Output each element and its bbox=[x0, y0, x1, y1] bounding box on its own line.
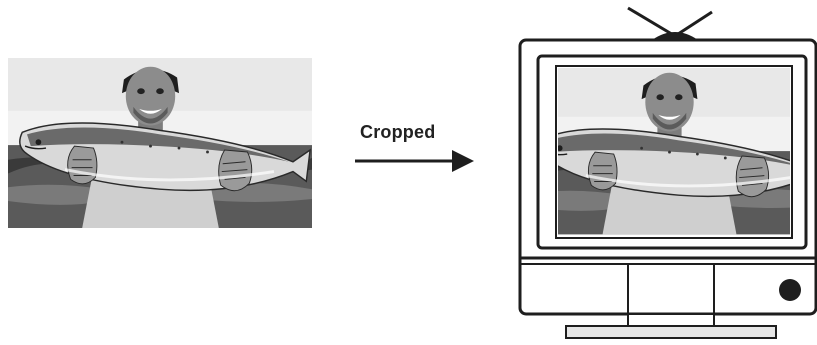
tv-knob-icon bbox=[779, 279, 801, 301]
television-set bbox=[520, 8, 817, 338]
antenna-left-icon bbox=[628, 8, 675, 36]
tv-stand bbox=[566, 326, 776, 338]
original-photo bbox=[8, 52, 312, 228]
cropped-arrow bbox=[355, 150, 474, 172]
arrow-label: Cropped bbox=[360, 122, 460, 143]
cropped-photo bbox=[530, 58, 817, 234]
antenna-right-icon bbox=[675, 12, 712, 36]
